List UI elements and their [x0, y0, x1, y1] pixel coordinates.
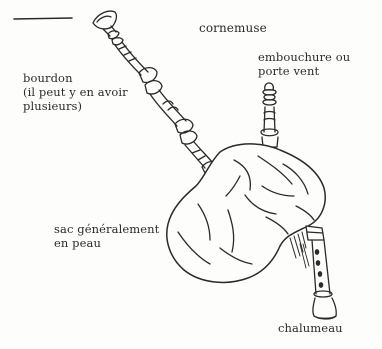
- mouthpiece-label: embouchure ou porte vent: [258, 50, 350, 78]
- bag: [167, 144, 325, 283]
- drone-label: bourdon (il peut y en avoir plusieurs): [23, 71, 128, 113]
- drone-label-line: plusieurs): [23, 99, 128, 113]
- diagram-title: cornemuse: [199, 21, 267, 35]
- mouthpiece-label-line: porte vent: [258, 64, 350, 78]
- chanter-pipe: [300, 226, 336, 319]
- drone-label-line: (il peut y en avoir: [23, 85, 128, 99]
- bag-label: sac généralement en peau: [54, 222, 159, 250]
- bag-label-line: en peau: [54, 236, 159, 250]
- mouthpiece-label-line: embouchure ou: [258, 50, 350, 64]
- blowpipe: [261, 83, 278, 147]
- scan-mark: [14, 18, 72, 19]
- drone-label-line: bourdon: [23, 71, 128, 85]
- chanter-label: chalumeau: [278, 321, 343, 335]
- bag-label-line: sac généralement: [54, 222, 159, 236]
